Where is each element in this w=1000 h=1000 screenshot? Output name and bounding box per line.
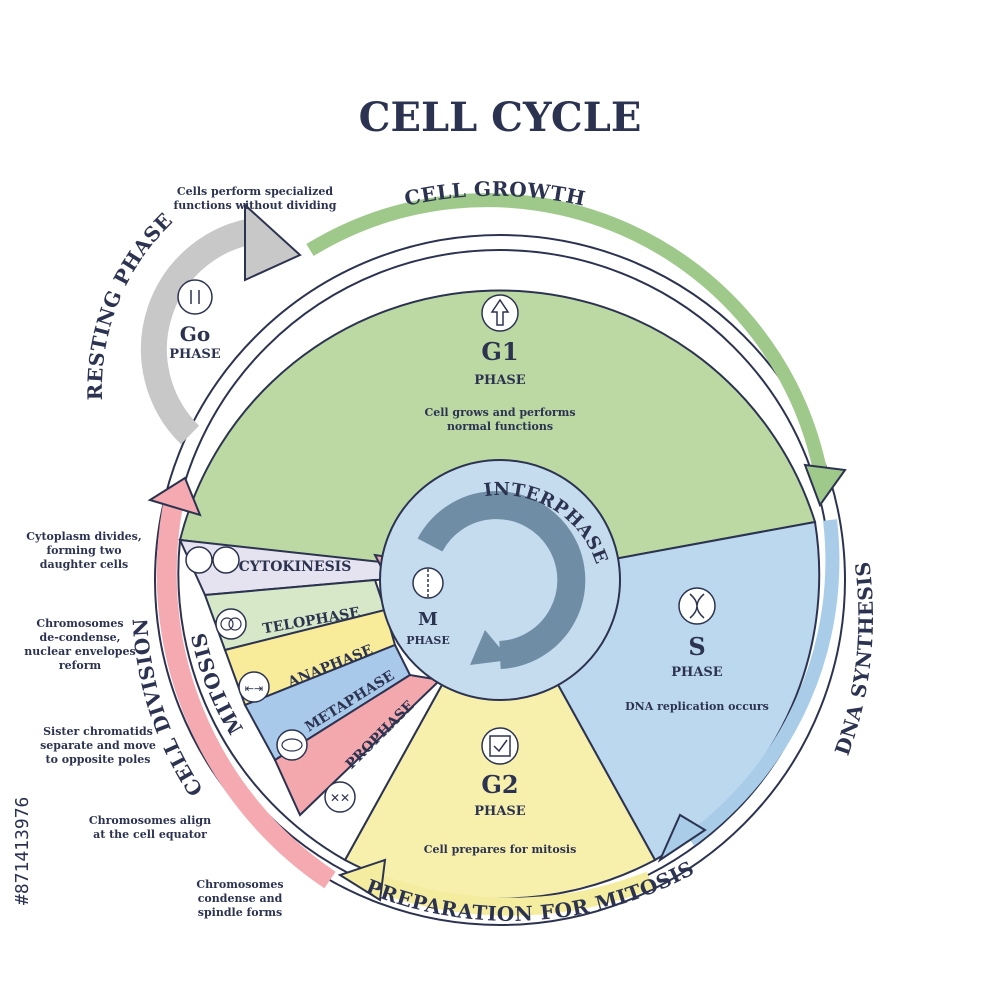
resting-arrow bbox=[140, 217, 262, 445]
prep-arrow bbox=[366, 871, 654, 916]
growth-arrowhead bbox=[803, 463, 847, 508]
telophase-note-2: de-condense, bbox=[40, 631, 121, 644]
svg-text:⇤⇥: ⇤⇥ bbox=[245, 682, 263, 695]
prophase-note-1: Chromosomes bbox=[196, 878, 283, 891]
outer-ring bbox=[154, 234, 846, 926]
g0-name: Go bbox=[180, 322, 210, 346]
cytokinesis-label: CYTOKINESIS bbox=[239, 559, 352, 575]
telophase-note-4: reform bbox=[59, 659, 102, 672]
metaphase-icon bbox=[276, 729, 308, 761]
telophase-note-1: Chromosomes bbox=[36, 617, 123, 630]
prophase-note-2: condense and bbox=[198, 892, 283, 905]
g1-note-line2: normal functions bbox=[447, 420, 553, 433]
svg-text:✕✕: ✕✕ bbox=[330, 791, 350, 805]
division-arrow bbox=[156, 492, 336, 889]
g2-note: Cell prepares for mitosis bbox=[424, 843, 577, 856]
prep-arrowhead bbox=[337, 858, 387, 902]
cytokinesis-note-3: daughter cells bbox=[40, 558, 128, 571]
checkbox-icon bbox=[481, 727, 519, 765]
g1-note-line1: Cell grows and performs bbox=[424, 406, 575, 419]
g2-sub: PHASE bbox=[474, 804, 526, 819]
g2-name: G2 bbox=[481, 770, 518, 799]
anaphase-note-3: to opposite poles bbox=[46, 753, 151, 766]
stock-id: #871413976 bbox=[12, 797, 33, 905]
cytokinesis-note-1: Cytoplasm divides, bbox=[26, 530, 141, 543]
interphase-arrowhead bbox=[470, 630, 510, 665]
prophase-icon bbox=[324, 781, 356, 813]
anaphase-note-1: Sister chromatids bbox=[43, 725, 153, 738]
g1-sub: PHASE bbox=[474, 373, 526, 388]
s-name: S bbox=[688, 632, 705, 661]
metaphase-note-2: at the cell equator bbox=[93, 828, 207, 841]
resting-arrowhead bbox=[244, 202, 302, 282]
division-arrowhead bbox=[147, 476, 202, 517]
g0-note-line1: Cells perform specialized bbox=[177, 185, 333, 198]
interphase-arrow bbox=[417, 491, 586, 669]
dna-arrow bbox=[685, 519, 840, 846]
g0-sub: PHASE bbox=[169, 347, 221, 362]
dna-arrowhead bbox=[657, 813, 707, 863]
anaphase-note-2: separate and move bbox=[40, 739, 156, 752]
growth-arrow bbox=[306, 193, 827, 472]
m-sub: PHASE bbox=[406, 634, 450, 647]
cytokinesis-daughter-icon bbox=[212, 546, 240, 574]
cell-split-icon bbox=[412, 567, 444, 599]
page-title: CELL CYCLE bbox=[359, 94, 642, 141]
cytokinesis-cell-icon bbox=[185, 546, 213, 574]
cytokinesis-note-2: forming two bbox=[46, 544, 121, 557]
up-arrow-icon bbox=[481, 294, 519, 332]
s-note: DNA replication occurs bbox=[625, 700, 769, 713]
metaphase-note-1: Chromosomes align bbox=[89, 814, 211, 827]
telophase-note-3: nuclear envelopes bbox=[24, 645, 135, 658]
g0-note-line2: functions without dividing bbox=[173, 199, 336, 212]
pause-icon bbox=[177, 279, 213, 315]
g1-name: G1 bbox=[481, 337, 518, 366]
prophase-note-3: spindle forms bbox=[198, 906, 282, 919]
s-sub: PHASE bbox=[671, 665, 723, 680]
telophase-icon bbox=[215, 608, 247, 640]
m-name: M bbox=[418, 609, 438, 630]
g1-sector bbox=[178, 289, 817, 582]
anaphase-icon bbox=[238, 671, 270, 703]
